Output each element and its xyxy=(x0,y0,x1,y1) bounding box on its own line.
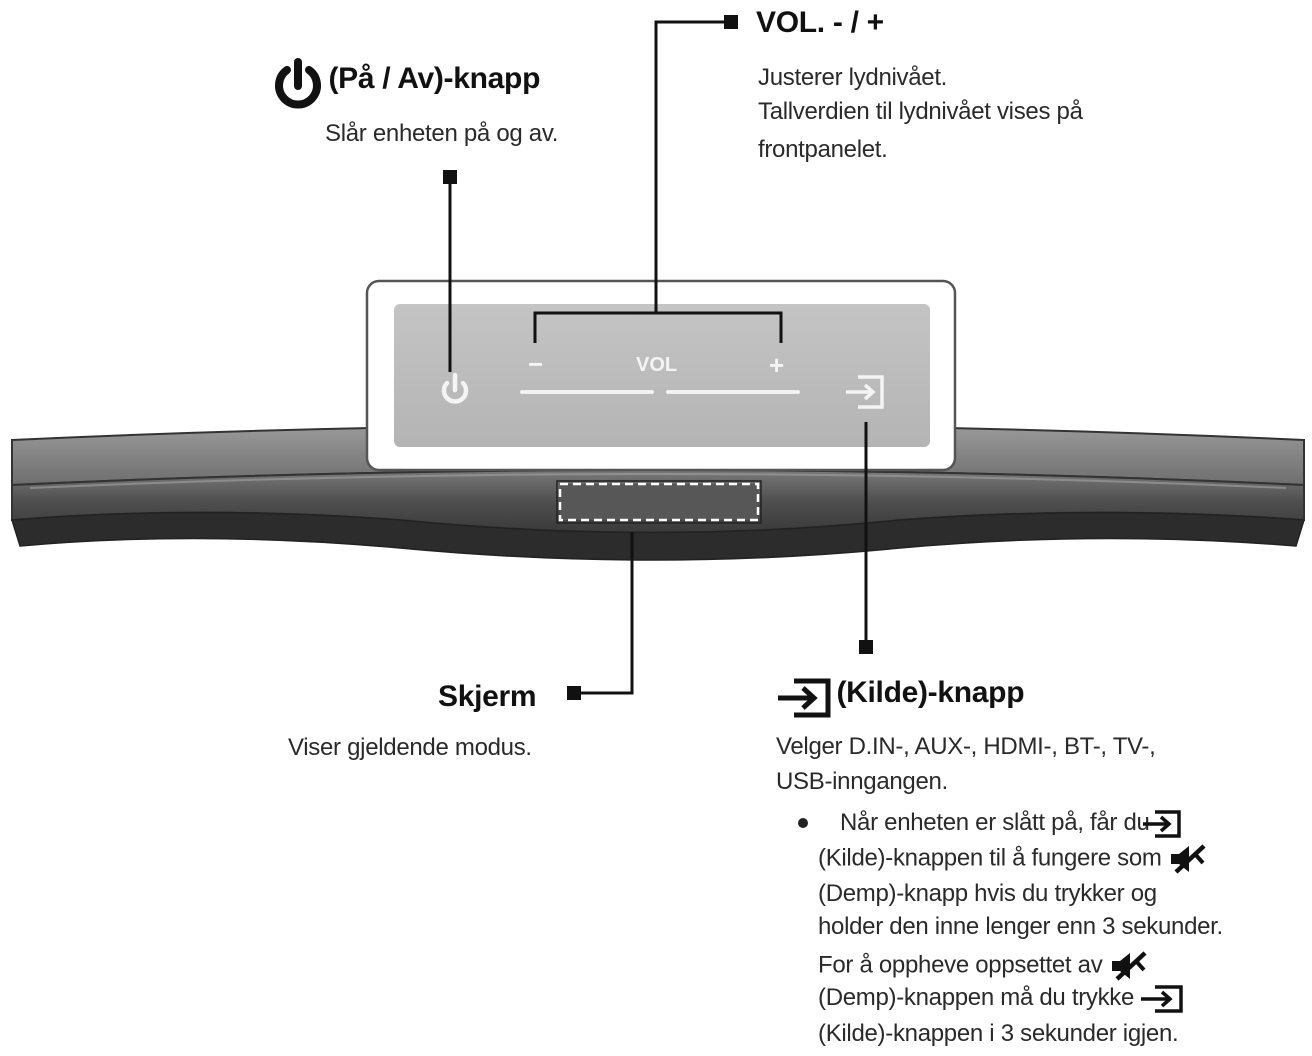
panel-plus-label: + xyxy=(769,350,784,380)
source-input-icon xyxy=(1140,984,1184,1013)
control-panel-inner xyxy=(394,304,930,447)
vol-bracket xyxy=(533,311,783,343)
source-bullet-line-5: For å oppheve oppsettet av xyxy=(818,950,1149,982)
source-input-icon xyxy=(776,678,832,718)
power-callout-desc: Slår enheten på og av. xyxy=(325,120,559,147)
source-bullet-line-4: holder den inne lenger enn 3 sekunder. xyxy=(818,913,1223,940)
power-callout-title: (På / Av)-knapp xyxy=(328,62,541,96)
source-bullet-text-1: Når enheten er slått på, får du xyxy=(840,809,1150,836)
display-leader-line xyxy=(575,532,634,695)
source-callout-desc-2: USB-inngangen. xyxy=(776,768,948,795)
source-bullet-line-2: (Kilde)-knappen til å fungere som xyxy=(818,843,1208,875)
source-bullet-text-6: (Demp)-knappen må du trykke xyxy=(818,984,1135,1011)
panel-minus-label: − xyxy=(528,349,543,379)
soundbar-highlight xyxy=(29,473,1287,489)
vol-leader-endpoint xyxy=(724,15,738,29)
display-leader-endpoint xyxy=(567,686,581,700)
leader-lines xyxy=(448,20,868,695)
source-callout-heading: (Kilde)-knapp xyxy=(776,676,1025,718)
panel-vol-label: VOL xyxy=(636,354,677,376)
display-window xyxy=(558,482,760,522)
volume-callout-title: VOL. - / + xyxy=(756,6,884,39)
source-bullet-line-7: (Kilde)-knappen i 3 sekunder igjen. xyxy=(818,1020,1179,1047)
display-window-outline xyxy=(556,480,762,524)
source-bullet-line-6: (Demp)-knappen må du trykke xyxy=(818,984,1184,1013)
source-bullet-text-5: For å oppheve oppsettet av xyxy=(818,951,1103,979)
source-input-icon xyxy=(1142,809,1182,838)
source-callout-title: (Kilde)-knapp xyxy=(836,676,1025,709)
volume-callout-desc-3: frontpanelet. xyxy=(758,136,888,163)
soundbar-bottom-edge xyxy=(11,511,1305,561)
volume-callout-desc-1: Justerer lydnivået. xyxy=(758,64,948,91)
display-callout-desc: Viser gjeldende modus. xyxy=(288,734,532,761)
power-leader-endpoint xyxy=(443,170,457,184)
source-bullet-line-3: (Demp)-knapp hvis du trykker og xyxy=(818,880,1157,907)
power-icon xyxy=(272,58,324,110)
leader-endpoints xyxy=(443,15,873,700)
volume-callout-desc-2: Tallverdien til lydnivået vises på xyxy=(758,98,1083,125)
control-panel xyxy=(365,279,957,524)
source-callout-desc-1: Velger D.IN-, AUX-, HDMI-, BT-, TV-, xyxy=(776,733,1156,760)
display-callout-title: Skjerm xyxy=(438,680,537,713)
mute-icon xyxy=(1109,950,1149,982)
source-bullet-line-1: Når enheten er slått på, får du xyxy=(840,809,1182,838)
source-leader-endpoint xyxy=(859,640,873,654)
mute-icon xyxy=(1168,843,1208,875)
power-callout-heading: (På / Av)-knapp xyxy=(272,58,540,110)
vol-leader-line xyxy=(654,20,730,313)
panel-source-icon[interactable] xyxy=(846,375,884,409)
panel-power-icon[interactable] xyxy=(441,372,469,404)
source-bullet-dot xyxy=(798,818,808,828)
source-bullet-text-2: (Kilde)-knappen til å fungere som xyxy=(818,844,1162,872)
